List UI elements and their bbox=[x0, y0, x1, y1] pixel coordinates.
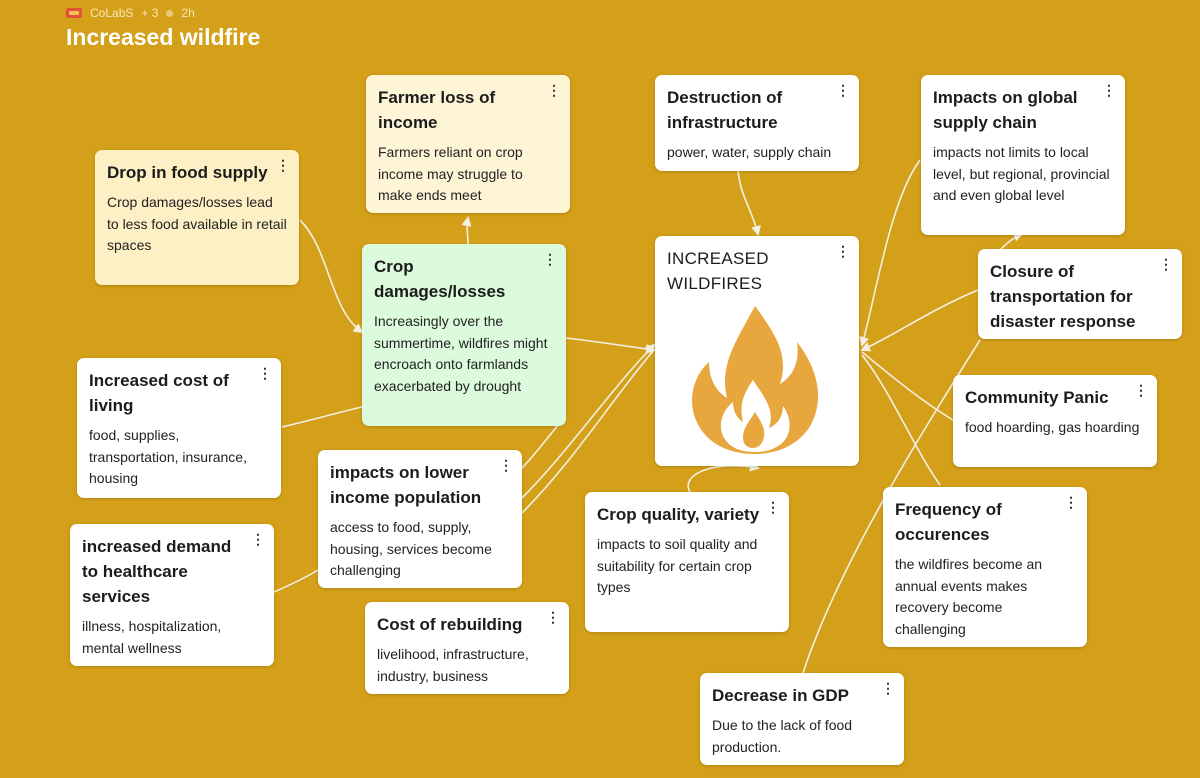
card-title: INCREASED WILDFIRES bbox=[667, 249, 769, 293]
link-health-to-lower bbox=[273, 569, 319, 593]
card-description: Increasingly over the summertime, wildfi… bbox=[374, 313, 548, 394]
flame-icon bbox=[692, 306, 819, 454]
card-description: Farmers reliant on crop income may strug… bbox=[378, 144, 523, 203]
card-menu-icon[interactable]: ⋮ bbox=[1159, 256, 1173, 272]
card-title: increased demand to healthcare services bbox=[82, 537, 232, 606]
link-quality-to-center bbox=[687, 461, 760, 493]
card-destruction-infrastructure[interactable]: ⋮ Destruction of infrastructure power, w… bbox=[655, 75, 859, 171]
card-cost-of-living[interactable]: ⋮ Increased cost of living food, supplie… bbox=[77, 358, 281, 498]
card-title: Closure of transportation for disaster r… bbox=[990, 262, 1136, 331]
card-title: Drop in food supply bbox=[107, 163, 268, 182]
card-description: livelihood, infrastructure, industry, bu… bbox=[377, 646, 529, 684]
card-description: power, water, supply chain bbox=[667, 144, 832, 160]
link-food-to-crop bbox=[299, 219, 364, 334]
card-crop-damages[interactable]: ⋮ Crop damages/losses Increasingly over … bbox=[362, 244, 566, 426]
card-closure-transportation[interactable]: ⋮ Closure of transportation for disaster… bbox=[978, 249, 1182, 339]
link-closure-to-global bbox=[999, 231, 1024, 251]
card-global-supply-chain[interactable]: ⋮ Impacts on global supply chain impacts… bbox=[921, 75, 1125, 235]
card-description: Crop damages/losses lead to less food av… bbox=[107, 194, 287, 253]
card-crop-quality[interactable]: ⋮ Crop quality, variety impacts to soil … bbox=[585, 492, 789, 632]
card-title: Community Panic bbox=[965, 388, 1109, 407]
card-title: Crop damages/losses bbox=[374, 257, 506, 301]
last-edited-time: 2h bbox=[181, 6, 195, 20]
card-description: impacts not limits to local level, but r… bbox=[933, 144, 1110, 203]
card-farmer-loss[interactable]: ⋮ Farmer loss of income Farmers reliant … bbox=[366, 75, 570, 213]
card-menu-icon[interactable]: ⋮ bbox=[766, 499, 780, 515]
presence-dot-icon bbox=[166, 9, 174, 17]
card-description: the wildfires become an annual events ma… bbox=[895, 556, 1043, 637]
card-menu-icon[interactable]: ⋮ bbox=[836, 243, 850, 259]
link-cost-to-crop bbox=[281, 406, 363, 428]
link-closure-to-center bbox=[860, 289, 979, 352]
card-menu-icon[interactable]: ⋮ bbox=[276, 157, 290, 173]
card-menu-icon[interactable]: ⋮ bbox=[836, 82, 850, 98]
card-menu-icon[interactable]: ⋮ bbox=[1064, 494, 1078, 510]
card-menu-icon[interactable]: ⋮ bbox=[499, 457, 513, 473]
card-healthcare-demand[interactable]: ⋮ increased demand to healthcare service… bbox=[70, 524, 274, 666]
card-menu-icon[interactable]: ⋮ bbox=[881, 680, 895, 696]
card-description: illness, hospitalization, mental wellnes… bbox=[82, 618, 222, 656]
card-menu-icon[interactable]: ⋮ bbox=[547, 82, 561, 98]
card-menu-icon[interactable]: ⋮ bbox=[258, 365, 272, 381]
card-community-panic[interactable]: ⋮ Community Panic food hoarding, gas hoa… bbox=[953, 375, 1157, 467]
card-title: Impacts on global supply chain bbox=[933, 88, 1078, 132]
colabs-logo bbox=[66, 8, 82, 18]
card-description: impacts to soil quality and suitability … bbox=[597, 536, 758, 595]
link-destruction-to-center bbox=[737, 169, 761, 236]
card-title: impacts on lower income population bbox=[330, 463, 482, 507]
link-frequency-to-center bbox=[861, 354, 941, 486]
card-title: Decrease in GDP bbox=[712, 686, 850, 705]
link-crop-to-center bbox=[565, 337, 656, 354]
card-increased-wildfires[interactable]: ⋮ INCREASED WILDFIRES bbox=[655, 236, 859, 466]
card-title: Crop quality, variety bbox=[597, 505, 760, 524]
workspace-name[interactable]: CoLabS bbox=[90, 6, 134, 20]
card-title: Destruction of infrastructure bbox=[667, 88, 783, 132]
link-crop-to-farmer bbox=[461, 216, 472, 245]
card-title: Frequency of occurences bbox=[895, 500, 1002, 544]
board-title[interactable]: Increased wildfire bbox=[66, 24, 261, 50]
card-title: Farmer loss of income bbox=[378, 88, 496, 132]
card-title: Cost of rebuilding bbox=[377, 615, 523, 634]
card-description: Due to the lack of food production. bbox=[712, 717, 853, 755]
card-menu-icon[interactable]: ⋮ bbox=[251, 531, 265, 547]
card-cost-of-rebuilding[interactable]: ⋮ Cost of rebuilding livelihood, infrast… bbox=[365, 602, 569, 694]
board-meta: CoLabS + 3 2h bbox=[66, 6, 195, 20]
card-drop-food-supply[interactable]: ⋮ Drop in food supply Crop damages/losse… bbox=[95, 150, 299, 285]
card-menu-icon[interactable]: ⋮ bbox=[543, 251, 557, 267]
card-title: Increased cost of living bbox=[89, 371, 229, 415]
card-menu-icon[interactable]: ⋮ bbox=[1134, 382, 1148, 398]
card-decrease-gdp[interactable]: ⋮ Decrease in GDP Due to the lack of foo… bbox=[700, 673, 904, 765]
card-description: food, supplies, transportation, insuranc… bbox=[89, 427, 247, 486]
card-menu-icon[interactable]: ⋮ bbox=[546, 609, 560, 625]
card-lower-income[interactable]: ⋮ impacts on lower income population acc… bbox=[318, 450, 522, 588]
card-description: food hoarding, gas hoarding bbox=[965, 419, 1140, 435]
card-menu-icon[interactable]: ⋮ bbox=[1102, 82, 1116, 98]
card-frequency-occurences[interactable]: ⋮ Frequency of occurences the wildfires … bbox=[883, 487, 1087, 647]
collaborator-count[interactable]: + 3 bbox=[141, 6, 159, 20]
link-panic-to-center bbox=[861, 351, 954, 421]
card-description: access to food, supply, housing, service… bbox=[330, 519, 492, 578]
link-global-to-center bbox=[859, 159, 921, 347]
